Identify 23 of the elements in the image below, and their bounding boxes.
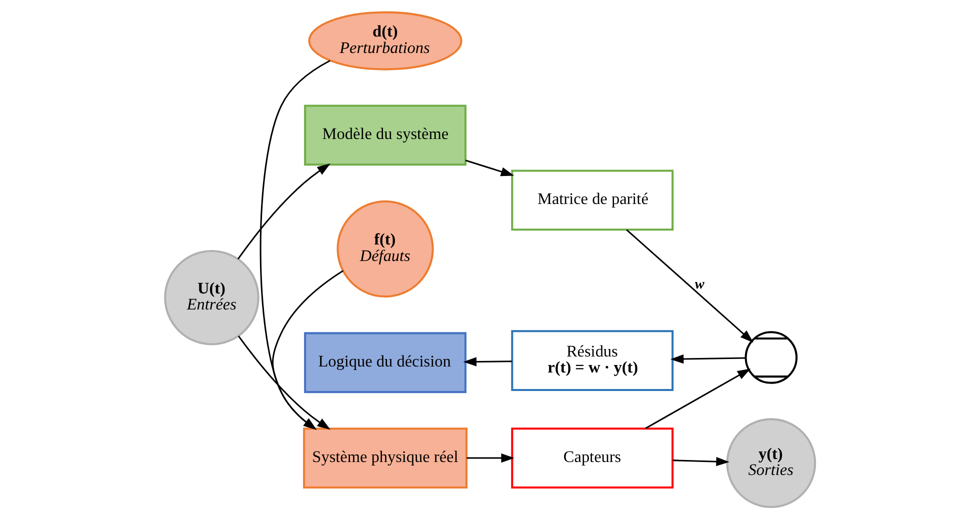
arrow xyxy=(260,60,330,430)
node-ellipse: d(t) Perturbations xyxy=(308,11,462,70)
arrow xyxy=(672,456,730,466)
node-box: Capteurs xyxy=(511,428,674,488)
node-circle: y(t) Sorties xyxy=(726,418,816,508)
node-box: Résidus r(t) = w · y(t) xyxy=(511,330,674,392)
edge-label: w xyxy=(694,276,704,293)
node-box: Système physique réel xyxy=(303,428,468,488)
node-circle: U(t) Entrées xyxy=(164,250,260,346)
node-circle xyxy=(744,331,798,384)
arrow xyxy=(466,453,514,463)
arrow xyxy=(463,357,512,366)
arrow xyxy=(238,336,330,430)
node-box: Logique du décision xyxy=(304,332,466,394)
arrow xyxy=(626,229,754,343)
arrow xyxy=(645,368,751,430)
arrow xyxy=(465,160,514,176)
arrow xyxy=(237,164,330,260)
node-circle: f(t) Défauts xyxy=(336,200,434,298)
arrow xyxy=(272,270,344,430)
node-box: Modèle du système xyxy=(304,104,466,166)
arrow xyxy=(670,354,746,364)
node-box: Matrice de parité xyxy=(511,170,674,231)
